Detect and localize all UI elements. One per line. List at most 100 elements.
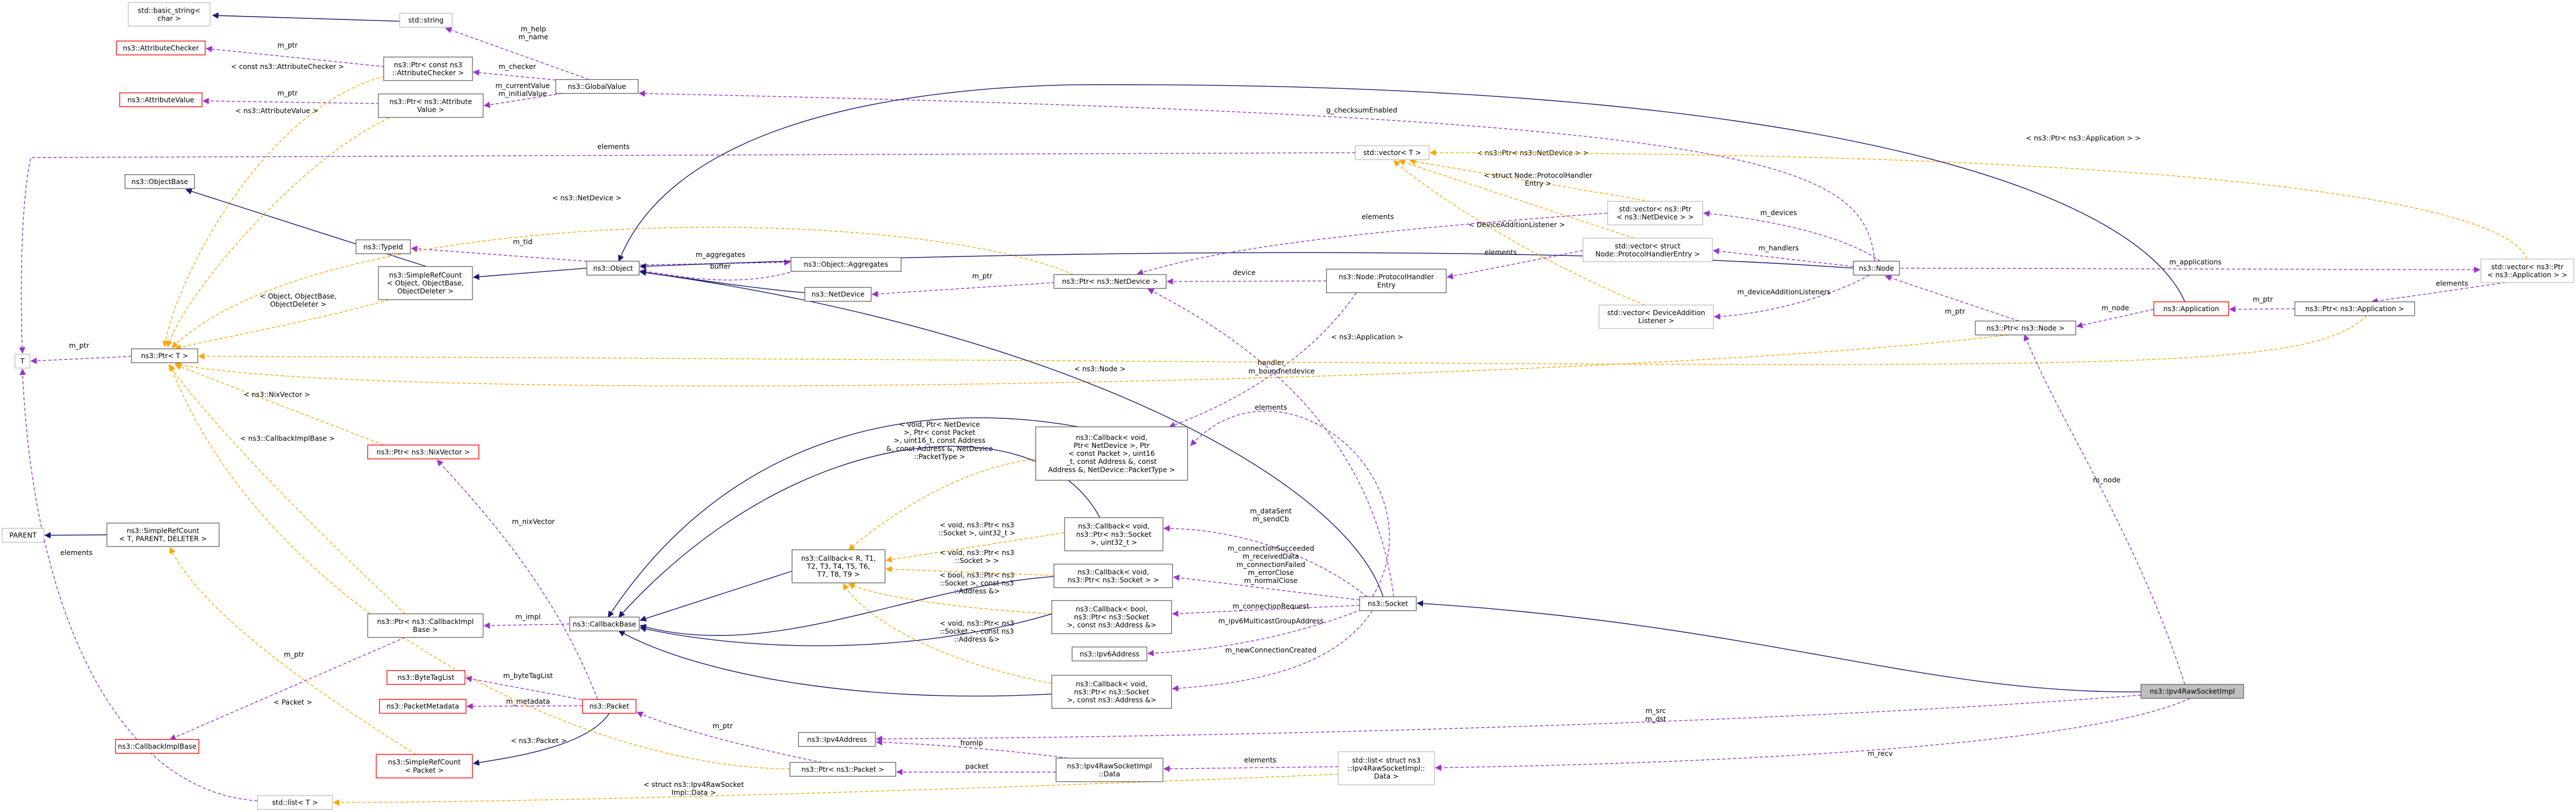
class-node-vector-ptr-app[interactable]: std::vector< ns3::Ptr< ns3::Application … [2480, 258, 2574, 283]
class-name-line: ns3::Callback< R, T1, [801, 554, 876, 562]
edge-list-data: elements [1163, 756, 1339, 772]
class-name-line: ns3::Ptr< ns3::CallbackImpl [377, 618, 474, 626]
edge-line [168, 364, 406, 614]
class-node-callback-impl-base[interactable]: ns3::CallbackImplBase [115, 739, 199, 754]
class-name: ns3::CallbackImplBase [118, 742, 197, 750]
class-node-simple-ref-packet[interactable]: ns3::SimpleRefCount< Packet > [376, 754, 473, 778]
class-node-raw-data[interactable]: ns3::Ipv4RawSocketImpl::Data [1055, 757, 1164, 782]
edge-sro-tmpl: < Object, ObjectBase,ObjectDeleter > [174, 292, 389, 350]
class-node-packet[interactable]: ns3::Packet [582, 699, 637, 714]
class-node-net-device[interactable]: ns3::NetDevice [804, 287, 872, 302]
edge-cbsu-tmpl: < void, ns3::Ptr< ns3::Socket >, uint32_… [885, 521, 1065, 563]
class-node-ipv6-address[interactable]: ns3::Ipv6Address [1071, 646, 1148, 662]
class-node-ptr-net-device[interactable]: ns3::Ptr< ns3::NetDevice > [1053, 274, 1167, 289]
class-node-object[interactable]: ns3::Object [586, 260, 640, 276]
class-name-line: ns3::Node::ProtocolHandler [1339, 273, 1434, 281]
edge-line [1446, 250, 1583, 280]
edge-label-line: ::Socket >, uint32_t > [939, 529, 1016, 537]
class-node-simple-ref-object[interactable]: ns3::SimpleRefCount< Object, ObjectBase,… [378, 266, 473, 300]
class-box [1071, 646, 1148, 662]
class-node-parent[interactable]: PARENT [2, 528, 44, 543]
edge-node-vpn: m_devices [1703, 209, 1881, 262]
edge-sock-pnd: m_boundnetdevice [1147, 288, 1395, 597]
class-node-ipv4-address[interactable]: ns3::Ipv4Address [798, 732, 876, 747]
edge-label-line: m_ptr [284, 650, 304, 658]
class-node-simple-ref-parent[interactable]: ns3::SimpleRefCount< T, PARENT, DELETER … [106, 523, 220, 547]
class-node-vector-t[interactable]: std::vector< T > [1355, 145, 1430, 160]
edge-label-line: m_node [2101, 304, 2129, 312]
class-name: ns3::Application [2163, 305, 2219, 313]
class-node-ptr-t[interactable]: ns3::Ptr< T > [131, 348, 198, 364]
class-box [790, 257, 902, 272]
edge-line [1163, 765, 1339, 772]
class-node-object-base[interactable]: ns3::ObjectBase [124, 174, 195, 189]
edge-line [885, 566, 1054, 576]
class-name-line: ns3::SimpleRefCount [388, 758, 461, 766]
class-name: ns3::Ptr< ns3::Packet > [801, 765, 884, 773]
class-node-byte-tag-list[interactable]: ns3::ByteTagList [386, 670, 466, 685]
class-name: ns3::Packet [589, 703, 629, 711]
class-box [355, 239, 411, 254]
class-node-callback-generic[interactable]: ns3::Callback< R, T1,T2, T3, T4, T5, T6,… [792, 549, 886, 584]
edge-label: m_tid [513, 238, 532, 246]
class-node-string[interactable]: std::string [399, 13, 453, 28]
class-node-vector-ptr-netdev[interactable]: std::vector< ns3::Ptr< ns3::NetDevice > … [1607, 201, 1703, 226]
class-name-line: std::vector< struct [1615, 242, 1681, 250]
edge-line [885, 532, 1065, 563]
edge-raw-list: m_recv [1434, 697, 2191, 771]
edge-cbnd-cbb [608, 417, 1079, 618]
class-box [1035, 426, 1188, 481]
class-name-line: ns3::GlobalValue [568, 83, 626, 91]
class-box [792, 549, 886, 584]
class-node-global-value[interactable]: ns3::GlobalValue [555, 79, 639, 94]
class-node-callback-addr[interactable]: ns3::Callback< void,ns3::Ptr< ns3::Socke… [1051, 675, 1172, 709]
class-node-callback-netdev[interactable]: ns3::Callback< void,Ptr< NetDevice >, Pt… [1035, 426, 1188, 481]
edge-vpn-elements: elements [1136, 213, 1608, 276]
class-node-t[interactable]: T [14, 353, 31, 369]
class-node-node[interactable]: ns3::Node [1853, 260, 1900, 276]
edge-sock-cbbool: m_connectionRequest [1172, 602, 1360, 617]
class-node-callback-socket[interactable]: ns3::Callback< void,ns3::Ptr< ns3::Socke… [1053, 564, 1173, 588]
edge-label: packet [965, 762, 989, 770]
class-node-aggregates[interactable]: ns3::Object::Aggregates [790, 257, 902, 272]
class-node-ptr-nix[interactable]: ns3::Ptr< ns3::NixVector > [367, 444, 479, 459]
class-node-list-data[interactable]: std::list< struct ns3::Ipv4RawSocketImpl… [1338, 751, 1435, 786]
class-node-ptr-node[interactable]: ns3::Ptr< ns3::Node > [1975, 320, 2076, 336]
class-node-attr-checker[interactable]: ns3::AttributeChecker [116, 40, 206, 56]
class-node-callback-socket-uint[interactable]: ns3::Callback< void,ns3::Ptr< ns3::Socke… [1064, 517, 1164, 552]
class-node-socket[interactable]: ns3::Socket [1359, 596, 1417, 611]
class-node-attr-value[interactable]: ns3::AttributeValue [119, 92, 203, 108]
edge-label-line: m_deviceAdditionListeners [1737, 288, 1831, 296]
edge-cbs-tmpl: < void, ns3::Ptr< ns3::Socket > > [885, 549, 1054, 576]
class-node-application[interactable]: ns3::Application [2153, 301, 2229, 316]
edge-label: m_connectionRequest [1233, 602, 1310, 610]
edge-line [1147, 288, 1395, 597]
class-node-basic-string[interactable]: std::basic_string<char > [128, 2, 211, 27]
class-name-line: ns3::Ptr< ns3::Packet > [801, 765, 884, 773]
class-node-ptr-attr-checker[interactable]: ns3::Ptr< const ns3::AttributeChecker > [383, 56, 473, 81]
class-box [106, 523, 220, 547]
class-node-callback-bool[interactable]: ns3::Callback< bool,ns3::Ptr< ns3::Socke… [1051, 600, 1172, 634]
class-name-line: ns3::Application [2163, 305, 2219, 313]
edge-line [1190, 410, 1390, 597]
class-name: ns3::Callback< R, T1,T2, T3, T4, T5, T6,… [801, 554, 876, 578]
class-node-ptr-app[interactable]: ns3::Ptr< ns3::Application > [2294, 301, 2415, 316]
edge-pnix-tmpl: < ns3::NixVector > [174, 364, 384, 446]
class-node-type-id[interactable]: ns3::TypeId [355, 239, 411, 254]
class-box [586, 260, 640, 276]
class-node-callback-base[interactable]: ns3::CallbackBase [569, 617, 640, 631]
class-node-ipv4-raw-socket-impl[interactable]: ns3::Ipv4RawSocketImpl [2141, 684, 2244, 699]
class-name-line: Node::ProtocolHandlerEntry > [1595, 250, 1700, 258]
edge-label-line: < void, ns3::Ptr< ns3 [940, 521, 1014, 529]
class-node-packet-metadata[interactable]: ns3::PacketMetadata [379, 699, 467, 714]
class-node-ptr-packet[interactable]: ns3::Ptr< ns3::Packet > [789, 762, 896, 777]
class-name-line: ns3::Ptr< ns3::Attribute [389, 98, 472, 106]
class-name-line: ns3::TypeId [364, 243, 403, 251]
class-node-list-t[interactable]: std::list< T > [257, 795, 333, 810]
edge-pci-tmpl: < ns3::CallbackImplBase > [168, 364, 406, 614]
